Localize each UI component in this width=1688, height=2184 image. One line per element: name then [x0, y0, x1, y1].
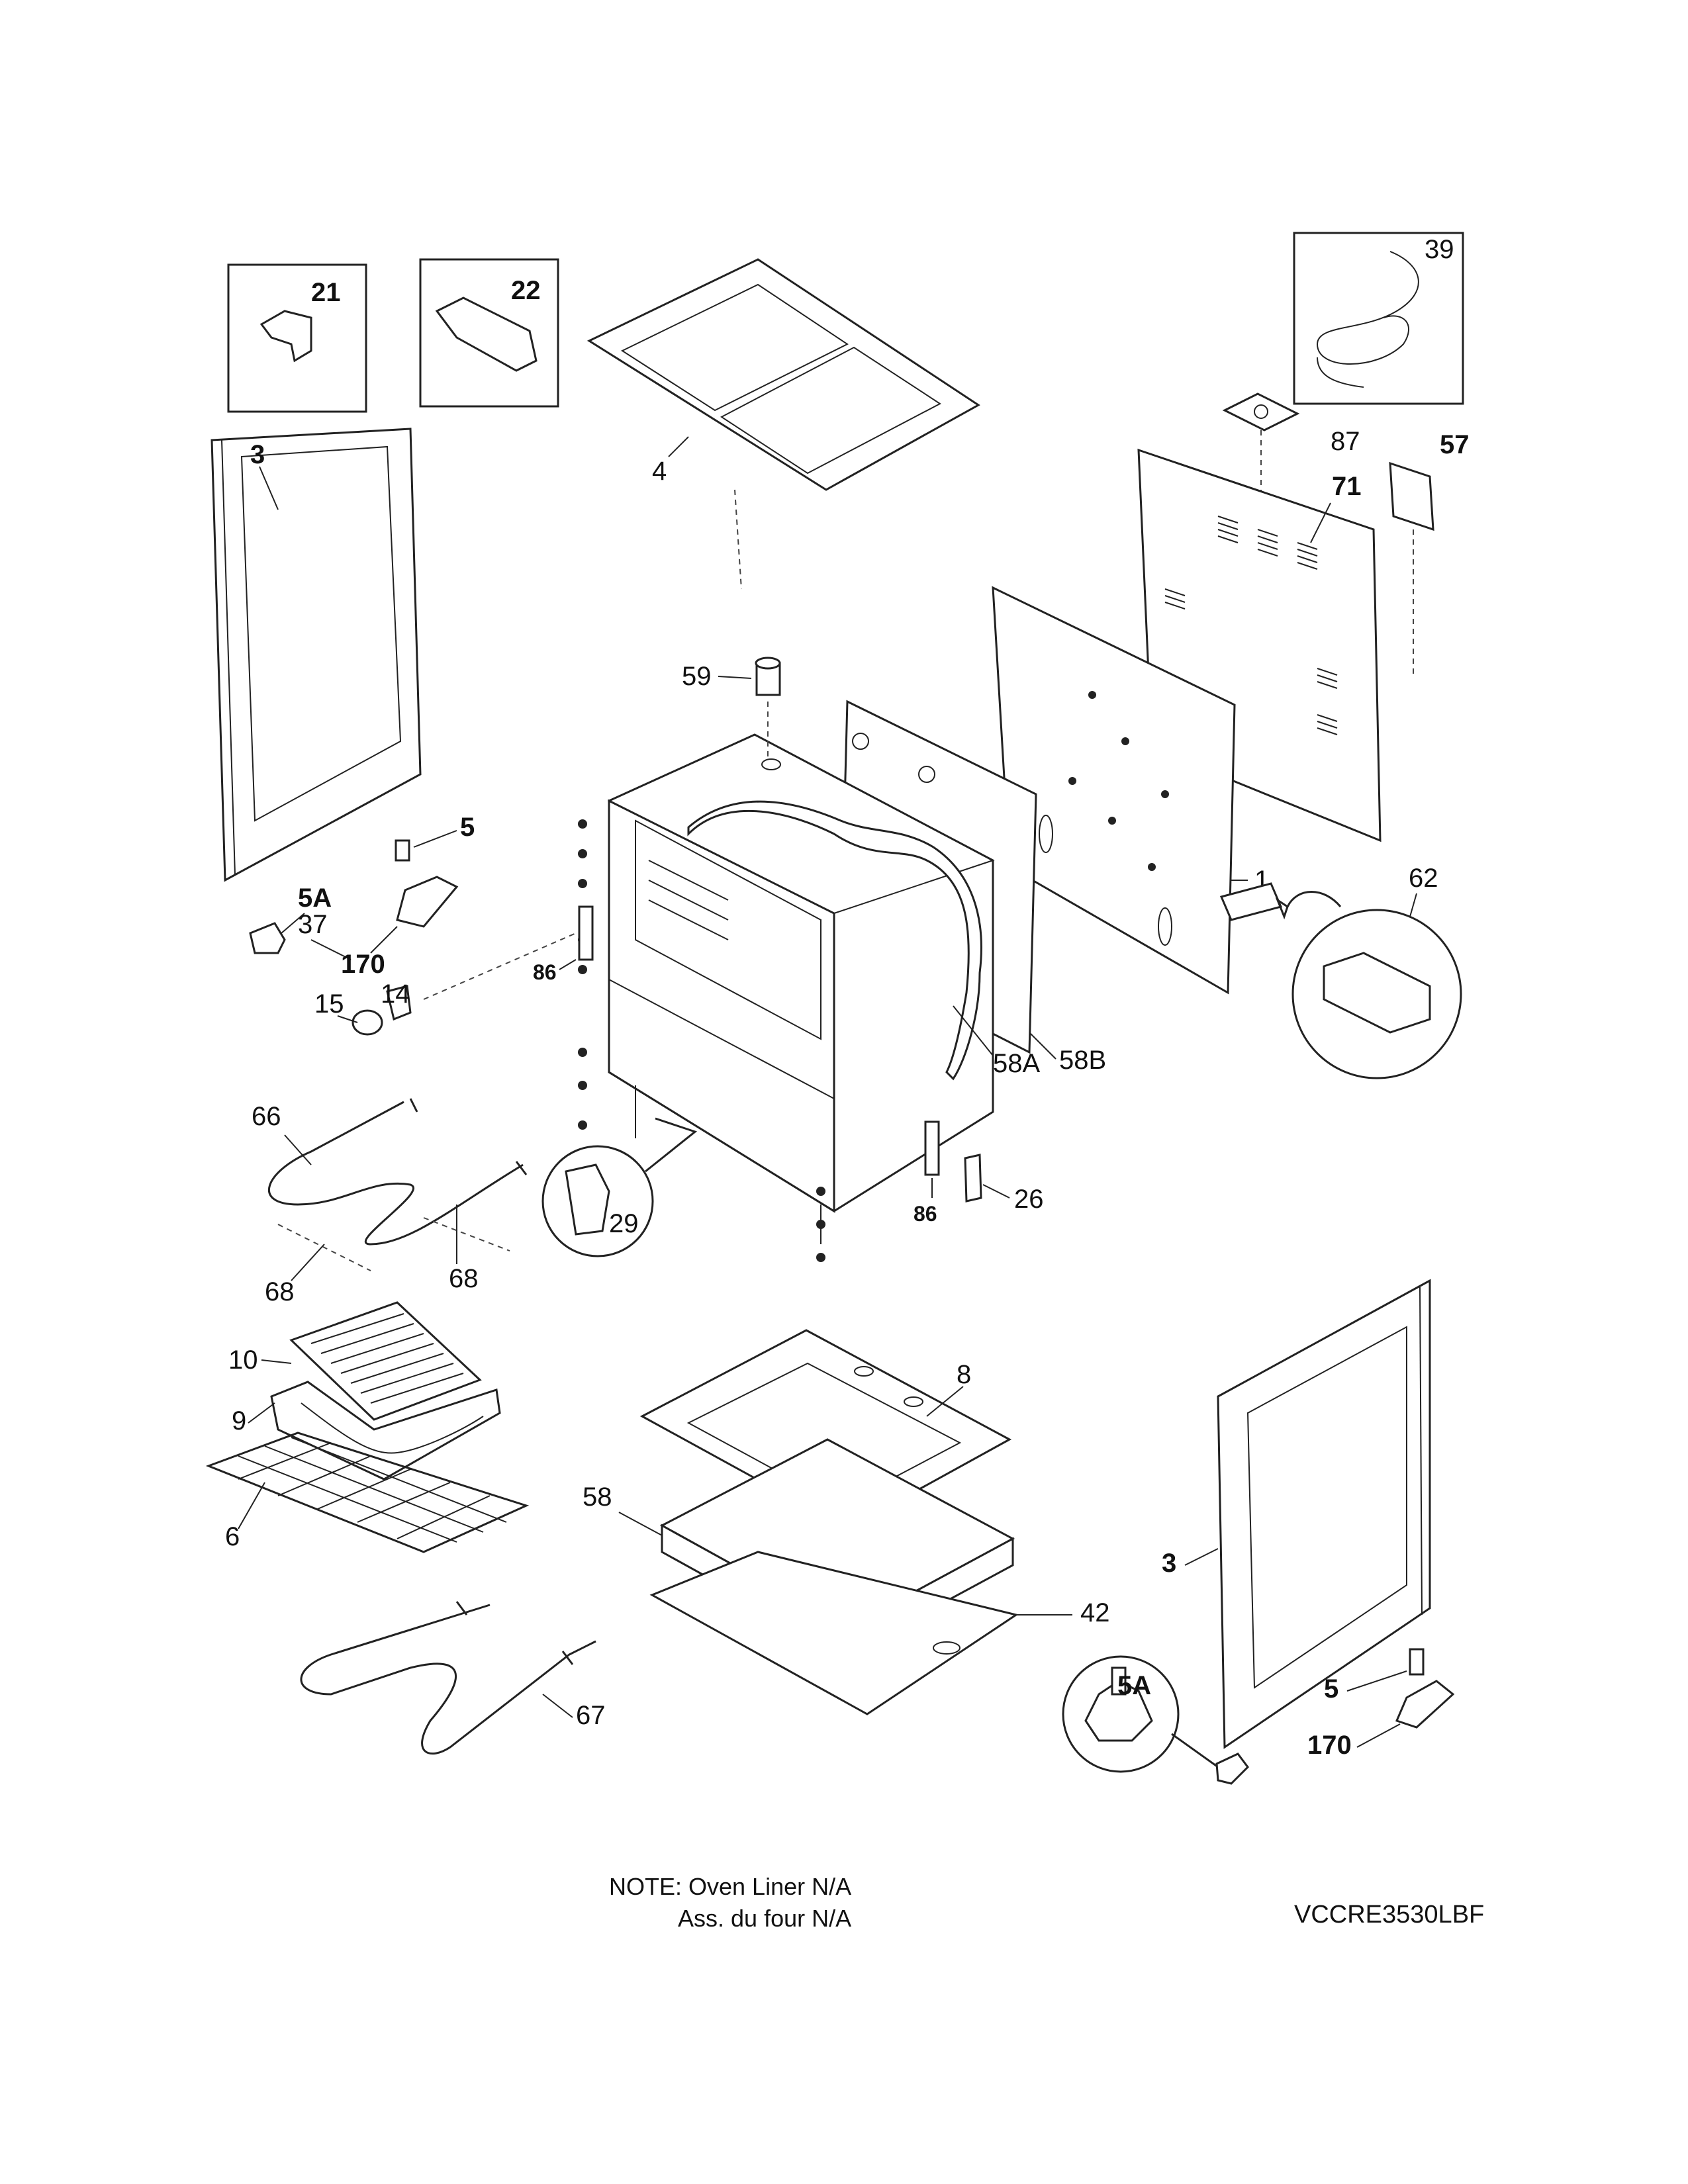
- leveler-bracket-right: 170: [1307, 1680, 1455, 1760]
- oven-lamp: 14 15: [314, 933, 577, 1036]
- label-66: 66: [252, 1102, 281, 1131]
- label-170-left: 170: [341, 950, 385, 979]
- label-86-right: 86: [914, 1202, 937, 1226]
- label-6: 6: [225, 1522, 240, 1551]
- part-22-inset: 22: [419, 258, 559, 408]
- label-9: 9: [232, 1406, 246, 1435]
- broil-pan: 9: [232, 1381, 501, 1480]
- note-line-2: Ass. du four N/A: [678, 1905, 852, 1932]
- label-71: 71: [1332, 472, 1362, 501]
- label-58: 58: [583, 1482, 612, 1512]
- label-86-left: 86: [533, 960, 557, 984]
- label-39: 39: [1425, 235, 1454, 264]
- part-21-inset: 21: [227, 263, 367, 413]
- note-line-1: NOTE: Oven Liner N/A: [609, 1873, 852, 1900]
- bottom-pan: 42: [649, 1551, 1110, 1715]
- label-68-left: 68: [265, 1277, 295, 1306]
- label-67: 67: [576, 1701, 606, 1730]
- side-panel-right: 3: [1162, 1279, 1431, 1749]
- label-15: 15: [314, 989, 344, 1019]
- side-panel-left: 3: [211, 428, 422, 882]
- label-170-right: 170: [1307, 1731, 1352, 1760]
- note-oven-liner: NOTE: Oven Liner N/A Ass. du four N/A: [609, 1873, 851, 1933]
- foot-5A-left: 5A 37 170: [249, 884, 398, 979]
- label-58A: 58A: [993, 1049, 1040, 1078]
- broil-element: 66 68 68: [252, 1098, 528, 1306]
- leveler-bracket-left: [396, 876, 459, 928]
- label-42: 42: [1080, 1598, 1110, 1627]
- oven-rack: 6: [205, 1432, 530, 1553]
- label-21: 21: [311, 278, 341, 307]
- power-cord: [1316, 251, 1419, 365]
- label-26: 26: [1014, 1185, 1044, 1214]
- broil-pan-insert: 10: [228, 1301, 482, 1421]
- part-21-bracket: [259, 310, 312, 363]
- cover-57: 57: [1389, 430, 1470, 675]
- part-39-inset: 39: [1293, 232, 1464, 405]
- label-68-right: 68: [449, 1264, 479, 1293]
- label-8: 8: [957, 1360, 971, 1389]
- leveler-5-right: 5: [1324, 1648, 1425, 1704]
- inset-5A-right: 5A: [1062, 1655, 1249, 1785]
- label-14: 14: [381, 979, 410, 1009]
- top-panel: 4: [586, 258, 980, 590]
- label-22: 22: [511, 276, 541, 305]
- part-22-bracket: [435, 296, 538, 372]
- label-59: 59: [682, 662, 712, 691]
- label-58B: 58B: [1059, 1046, 1106, 1075]
- part-26: 26: [964, 1154, 1044, 1214]
- label-5A-left: 5A: [298, 884, 332, 913]
- label-37: 37: [298, 910, 328, 939]
- label-87: 87: [1331, 427, 1360, 456]
- inset-29: 29: [541, 1117, 698, 1257]
- bake-element: 67: [300, 1601, 606, 1755]
- plate-87: 87: [1222, 392, 1360, 543]
- oven-cavity: 58A: [607, 733, 1040, 1244]
- label-3-left: 3: [250, 440, 265, 469]
- leveler-5-left: 5: [395, 813, 475, 862]
- hinge-receptacle-86-left: 86: [533, 905, 594, 984]
- label-5-right: 5: [1324, 1674, 1338, 1704]
- label-57: 57: [1440, 430, 1470, 459]
- label-29: 29: [609, 1209, 639, 1238]
- label-3-right: 3: [1162, 1549, 1176, 1578]
- label-5-left: 5: [460, 813, 475, 842]
- hinge-receptacle-86-right: 86: [914, 1120, 940, 1226]
- label-5A-right: 5A: [1117, 1671, 1151, 1700]
- inset-62: 62: [1219, 864, 1462, 1079]
- label-62: 62: [1409, 864, 1438, 893]
- label-10: 10: [228, 1345, 258, 1375]
- label-4: 4: [652, 457, 667, 486]
- model-number: VCCRE3530LBF: [1294, 1901, 1485, 1929]
- part-59-cap: 59: [682, 657, 781, 761]
